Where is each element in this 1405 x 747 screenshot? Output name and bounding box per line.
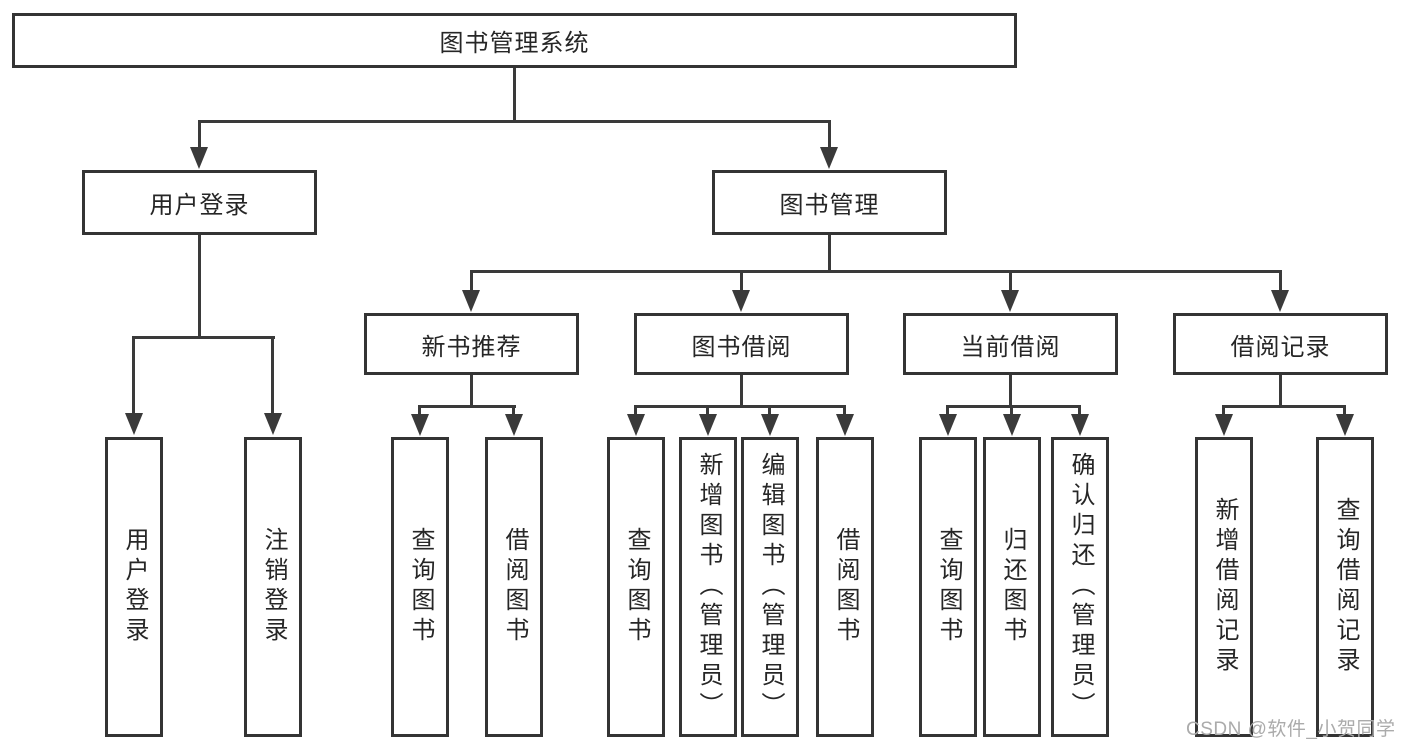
connector-drop — [768, 405, 771, 417]
leaf-label: 确认归还（管理员） — [1067, 452, 1094, 722]
node-label: 借阅记录 — [1230, 333, 1331, 361]
leaf-add-book-admin: 新增图书（管理员） — [679, 437, 737, 737]
connector-drop — [740, 270, 743, 292]
arrow-down-icon — [411, 414, 429, 436]
watermark: CSDN @软件_小贺同学 — [1186, 719, 1396, 740]
leaf-return-book: 归还图书 — [983, 437, 1041, 737]
leaf-label: 查询图书 — [935, 527, 962, 647]
leaf-label: 查询借阅记录 — [1332, 497, 1359, 677]
connector-drop — [470, 270, 473, 292]
node-label: 图书管理系统 — [439, 30, 590, 57]
leaf-label: 查询图书 — [623, 527, 650, 647]
connector-group-bar — [1222, 405, 1346, 408]
node-label: 图书借阅 — [691, 333, 792, 361]
node-current-borrow: 当前借阅 — [903, 313, 1118, 375]
leaf-logout: 注销登录 — [244, 437, 302, 737]
leaf-query-books-borrow: 查询图书 — [607, 437, 665, 737]
node-label: 用户登录 — [149, 192, 250, 219]
connector-drop — [706, 405, 709, 417]
connector-group-bar — [418, 405, 516, 408]
connector-level3-bar — [470, 270, 1282, 273]
leaf-label: 归还图书 — [999, 527, 1026, 647]
arrow-down-icon — [939, 414, 957, 436]
arrow-down-icon — [732, 290, 750, 312]
leaf-query-borrow-record: 查询借阅记录 — [1316, 437, 1374, 737]
connector-drop — [418, 405, 421, 417]
arrow-down-icon — [1336, 414, 1354, 436]
connector-drop — [1009, 270, 1012, 292]
connector-group-stem — [1279, 375, 1282, 407]
arrow-down-icon — [462, 290, 480, 312]
arrow-down-icon — [1271, 290, 1289, 312]
connector-userlogin-bar — [132, 336, 275, 339]
connector-drop — [828, 120, 831, 150]
leaf-add-borrow-record: 新增借阅记录 — [1195, 437, 1253, 737]
leaf-confirm-return-admin: 确认归还（管理员） — [1051, 437, 1109, 737]
connector-group-bar — [634, 405, 846, 408]
connector-drop — [512, 405, 515, 417]
connector-group-bar — [946, 405, 1081, 408]
connector-drop — [198, 120, 201, 150]
connector-drop — [946, 405, 949, 417]
arrow-down-icon — [627, 414, 645, 436]
leaf-edit-book-admin: 编辑图书（管理员） — [741, 437, 799, 737]
arrow-down-icon — [1215, 414, 1233, 436]
leaf-borrow-books-recommend: 借阅图书 — [485, 437, 543, 737]
leaf-query-books-current: 查询图书 — [919, 437, 977, 737]
connector-drop — [132, 336, 135, 416]
leaf-label: 编辑图书（管理员） — [757, 452, 784, 722]
arrow-down-icon — [761, 414, 779, 436]
node-borrow-records: 借阅记录 — [1173, 313, 1388, 375]
connector-bookmgmt-stem — [828, 235, 831, 273]
arrow-down-icon — [505, 414, 523, 436]
connector-drop — [1279, 270, 1282, 292]
connector-root-stem — [513, 68, 516, 123]
node-user-login: 用户登录 — [82, 170, 317, 235]
node-book-management: 图书管理 — [712, 170, 947, 235]
arrow-down-icon — [1003, 414, 1021, 436]
arrow-down-icon — [820, 147, 838, 169]
arrow-down-icon — [190, 147, 208, 169]
node-label: 图书管理 — [779, 192, 880, 219]
connector-userlogin-stem — [198, 235, 201, 339]
arrow-down-icon — [1071, 414, 1089, 436]
connector-drop — [1010, 405, 1013, 417]
leaf-borrow-books: 借阅图书 — [816, 437, 874, 737]
connector-group-stem — [470, 375, 473, 407]
connector-group-stem — [740, 375, 743, 407]
node-label: 新书推荐 — [421, 333, 522, 361]
node-library-system: 图书管理系统 — [12, 13, 1017, 68]
connector-drop — [1343, 405, 1346, 417]
node-label: 当前借阅 — [960, 333, 1061, 361]
leaf-label: 用户登录 — [121, 527, 148, 647]
leaf-label: 新增借阅记录 — [1211, 497, 1238, 677]
connector-drop — [843, 405, 846, 417]
connector-group-stem — [1009, 375, 1012, 407]
node-new-book-recommend: 新书推荐 — [364, 313, 579, 375]
leaf-label: 借阅图书 — [501, 527, 528, 647]
leaf-label: 借阅图书 — [832, 527, 859, 647]
leaf-label: 查询图书 — [407, 527, 434, 647]
leaf-user-login: 用户登录 — [105, 437, 163, 737]
leaf-label: 注销登录 — [260, 527, 287, 647]
connector-drop — [634, 405, 637, 417]
arrow-down-icon — [264, 413, 282, 435]
connector-drop — [1222, 405, 1225, 417]
node-book-borrow: 图书借阅 — [634, 313, 849, 375]
leaf-label: 新增图书（管理员） — [695, 452, 722, 722]
arrow-down-icon — [1001, 290, 1019, 312]
connector-level2-bar — [198, 120, 831, 123]
connector-drop — [271, 336, 274, 416]
connector-drop — [1078, 405, 1081, 417]
arrow-down-icon — [836, 414, 854, 436]
arrow-down-icon — [699, 414, 717, 436]
leaf-query-books-recommend: 查询图书 — [391, 437, 449, 737]
arrow-down-icon — [125, 413, 143, 435]
